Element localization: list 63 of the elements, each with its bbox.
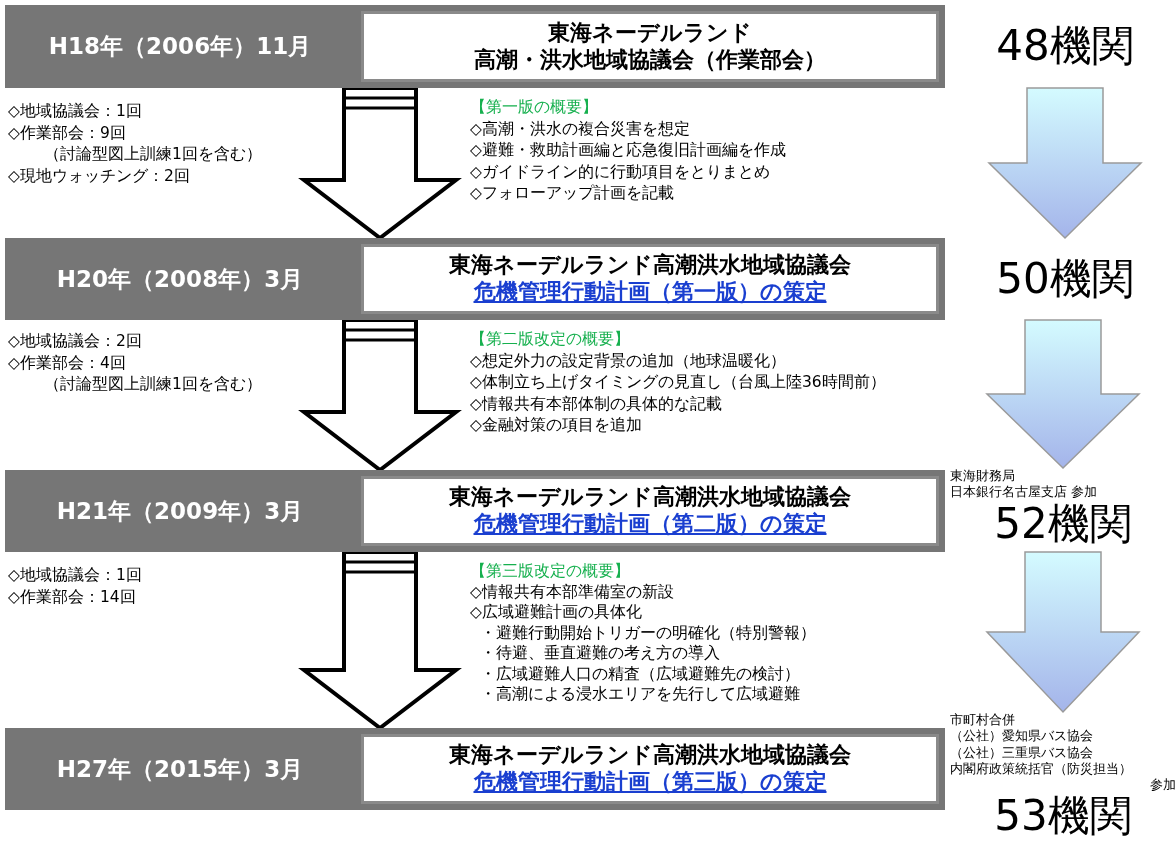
title-box <box>361 476 939 546</box>
participant-note: 参加 <box>1149 777 1176 794</box>
note-text: ◇フォローアップ計画を記載 <box>470 184 674 203</box>
note-text: ◇作業部会：9回 <box>8 123 126 143</box>
participant-note: （公社）愛知県バス協会 <box>950 728 1094 745</box>
organization-count: 50機関 <box>995 255 1135 303</box>
date-band <box>5 728 945 810</box>
participant-note: 市町村合併 <box>950 712 1016 729</box>
organization-count: 53機関 <box>993 793 1133 840</box>
council-name: 東海ネーデルランド高潮洪水地域協議会 <box>449 252 851 279</box>
organization-count: 48機関 <box>995 23 1135 70</box>
note-text: （討論型図上訓練1回を含む） <box>44 145 262 164</box>
note-text: ◇作業部会：14回 <box>8 587 136 607</box>
note-text: ◇高潮・洪水の複合災害を想定 <box>470 119 690 139</box>
note-text: ◇想定外力の設定背景の追加（地球温暖化） <box>470 351 786 371</box>
block-arrow <box>298 86 462 241</box>
date-label: H21年（2009年）3月 <box>55 496 305 526</box>
title-box <box>361 734 939 804</box>
block-arrow <box>985 551 1141 714</box>
council-name: 高潮・洪水地域協議会（作業部会） <box>474 46 826 73</box>
note-text: ・待避、垂直避難の考え方の導入 <box>480 644 720 663</box>
note-text: ◇金融対策の項目を追加 <box>470 416 642 435</box>
block-arrow <box>987 87 1143 240</box>
note-text: ◇現地ウォッチング：2回 <box>8 166 190 186</box>
note-text: ◇ガイドライン的に行動項目をとりまとめ <box>470 162 770 182</box>
participant-note: 内閣府政策統括官（防災担当） <box>950 760 1133 777</box>
block-arrow <box>298 318 462 473</box>
summary-heading: 【第二版改定の概要】 <box>470 330 630 349</box>
note-text: ◇体制立ち上げタイミングの見直し（台風上陸36時間前） <box>470 373 886 392</box>
plan-title: 危機管理行動計画（第二版）の策定 <box>473 510 827 538</box>
note-text: ◇地域協議会：2回 <box>8 332 142 351</box>
title-box <box>361 244 939 314</box>
note-text: （討論型図上訓練1回を含む） <box>44 375 262 394</box>
plan-title: 危機管理行動計画（第三版）の策定 <box>473 768 827 796</box>
date-label: H20年（2008年）3月 <box>55 264 305 294</box>
plan-title: 危機管理行動計画（第一版）の策定 <box>473 278 827 306</box>
note-text: ◇避難・救助計画編と応急復旧計画編を作成 <box>470 141 786 160</box>
note-text: ◇情報共有本部体制の具体的な記載 <box>470 394 722 414</box>
participant-note: 日本銀行名古屋支店 参加 <box>950 484 1099 501</box>
note-text: ◇作業部会：4回 <box>8 353 126 373</box>
participant-note: （公社）三重県バス協会 <box>950 744 1094 761</box>
note-text: ◇地域協議会：1回 <box>8 102 142 121</box>
note-text: ・避難行動開始トリガーの明確化（特別警報） <box>480 623 816 643</box>
date-band <box>5 5 945 88</box>
council-name: 東海ネーデルランド高潮洪水地域協議会 <box>449 484 851 511</box>
council-name: 東海ネーデルランド <box>548 20 752 47</box>
note-text: ・高潮による浸水エリアを先行して広域避難 <box>480 685 800 704</box>
note-text: ◇広域避難計画の具体化 <box>470 603 642 622</box>
summary-heading: 【第一版の概要】 <box>470 98 598 117</box>
note-text: ◇情報共有本部準備室の新設 <box>470 582 674 602</box>
date-label: H27年（2015年）3月 <box>55 754 305 784</box>
date-band <box>5 470 945 552</box>
organization-count: 52機関 <box>993 500 1133 547</box>
participant-note: 東海財務局 <box>950 468 1016 485</box>
council-name: 東海ネーデルランド高潮洪水地域協議会 <box>449 742 851 769</box>
note-text: ◇地域協議会：1回 <box>8 566 142 585</box>
block-arrow <box>298 550 462 731</box>
note-text: ・広域避難人口の精査（広域避難先の検討） <box>480 664 800 684</box>
date-label: H18年（2006年）11月 <box>47 32 313 61</box>
summary-heading: 【第三版改定の概要】 <box>470 562 630 581</box>
date-band <box>5 238 945 320</box>
title-box <box>361 11 939 82</box>
block-arrow <box>985 319 1141 470</box>
